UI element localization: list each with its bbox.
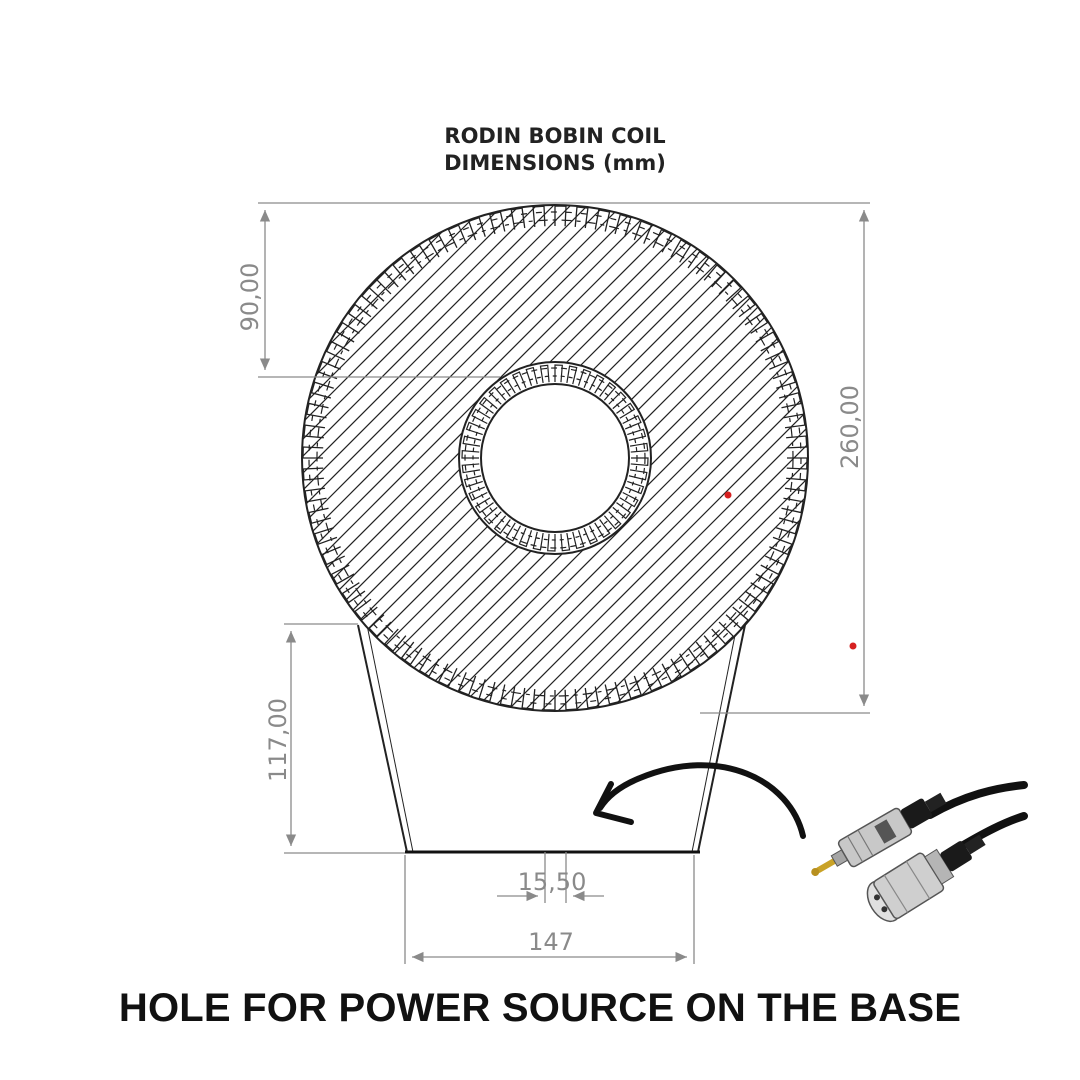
title-line-1: RODIN BOBIN COIL — [444, 124, 665, 148]
red-marker — [849, 642, 857, 650]
dimension-overall-height: 260,00 — [555, 202, 870, 714]
coil-base — [357, 624, 746, 854]
dimension-label-overall-height: 260,00 — [836, 385, 864, 469]
title-line-2: DIMENSIONS (mm) — [444, 151, 666, 175]
dimension-label-top-offset: 90,00 — [236, 263, 264, 332]
dimension-label-hole-width: 15,50 — [518, 868, 587, 896]
dimension-hole-width: 15,50 — [497, 852, 604, 903]
curved-arrow-icon — [593, 762, 806, 839]
dimension-base-height: 117,00 — [264, 623, 405, 854]
audio-jack-cable-icon — [811, 781, 1028, 923]
dimension-label-base-height: 117,00 — [264, 698, 292, 782]
dimension-base-width: 147 — [404, 855, 695, 964]
coil-disc — [301, 204, 809, 712]
dimension-label-base-width: 147 — [528, 928, 574, 956]
dimension-top-offset: 90,00 — [236, 202, 555, 378]
red-marker — [724, 491, 732, 499]
caption: HOLE FOR POWER SOURCE ON THE BASE — [118, 986, 962, 1030]
